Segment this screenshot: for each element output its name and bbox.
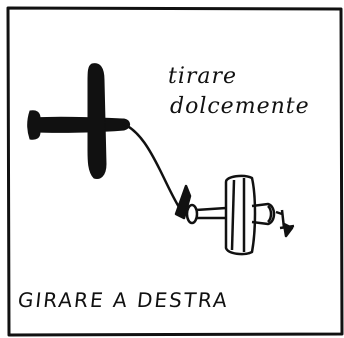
note-line-2: dolcemente	[170, 94, 310, 119]
instruction-note: tirare dolcemente	[168, 62, 338, 122]
note-line-1: tirare	[168, 64, 238, 89]
glider-icon	[174, 174, 295, 256]
panel-border	[6, 6, 344, 337]
airplane-icon	[27, 63, 131, 179]
caption-text: GIRARE A DESTRA	[16, 288, 231, 312]
tow-line	[122, 122, 184, 214]
